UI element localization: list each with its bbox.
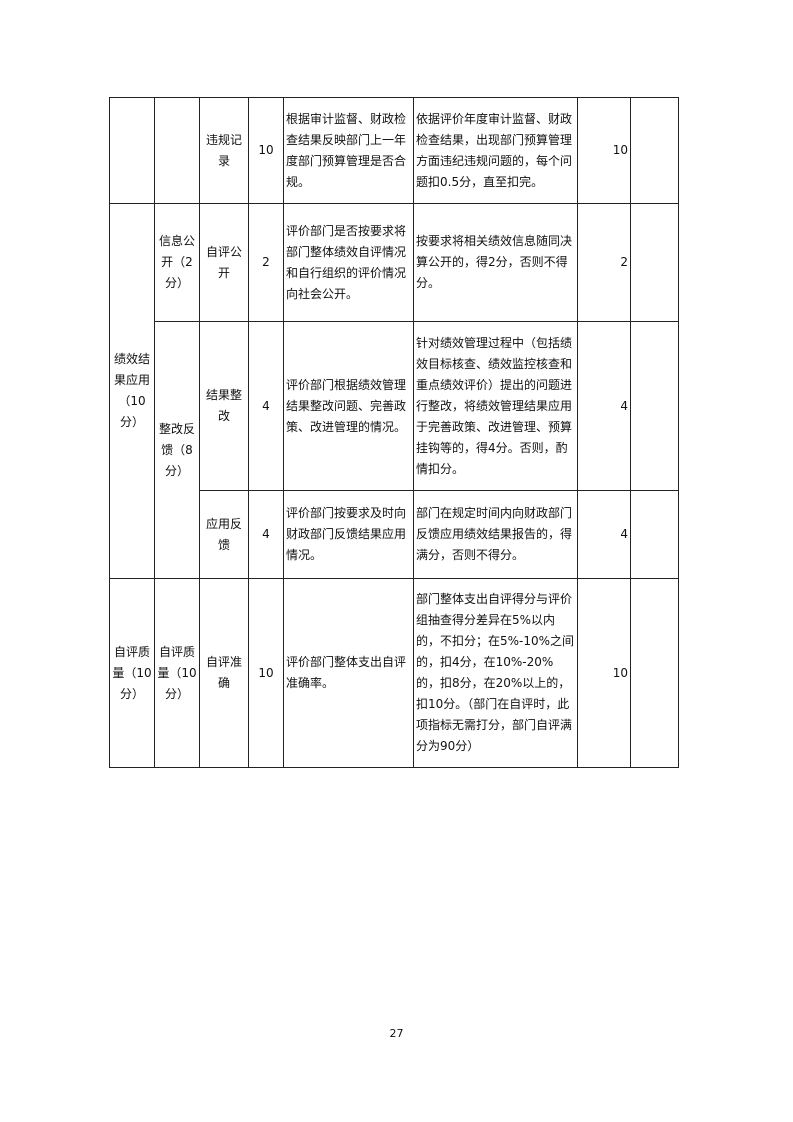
level1-cell [109,97,155,204]
level2-cell: 整改反馈（8分） [154,321,200,579]
weight-cell: 10 [248,578,284,768]
remark-cell [630,321,679,491]
criteria-cell: 针对绩效管理过程中（包括绩效目标核查、绩效监控核查和重点绩效评价）提出的问题进行… [413,321,578,491]
table-row: 整改反馈（8分） 结果整改 4 评价部门根据绩效管理结果整改问题、完善政策、改进… [110,321,679,579]
criteria-cell: 部门整体支出自评得分与评价组抽查得分差异在5%以内的，不扣分；在5%-10%之间… [413,578,578,768]
level2-cell: 信息公开（2分） [154,203,200,322]
remark-cell [630,203,679,322]
description-cell: 评价部门根据绩效管理结果整改问题、完善政策、改进管理的情况。 [283,321,414,491]
description-cell: 根据审计监督、财政检查结果反映部门上一年度部门预算管理是否合规。 [283,97,414,204]
level2-cell: 自评质量（10分） [154,578,200,768]
remark-cell [630,490,679,579]
description-cell: 评价部门按要求及时向财政部门反馈结果应用情况。 [283,490,414,579]
level2-cell [154,97,200,204]
remark-cell [630,578,679,768]
score-cell: 10 [577,97,631,204]
remark-cell [630,97,679,204]
score-cell: 4 [577,490,631,579]
level1-cell: 自评质量（10分） [109,578,155,768]
table-row: 违规记录 10 根据审计监督、财政检查结果反映部门上一年度部门预算管理是否合规。… [109,97,679,204]
level3-cell: 结果整改 [199,321,249,491]
score-cell: 2 [577,203,631,322]
criteria-cell: 部门在规定时间内向财政部门反馈应用绩效结果报告的，得满分，否则不得分。 [413,490,578,579]
weight-cell: 10 [248,97,284,204]
page-number: 27 [389,1027,404,1040]
weight-cell: 4 [248,490,284,579]
score-cell: 4 [577,321,631,491]
evaluation-table: 违规记录 10 根据审计监督、财政检查结果反映部门上一年度部门预算管理是否合规。… [109,97,679,768]
weight-cell: 4 [248,321,284,491]
description-cell: 评价部门整体支出自评准确率。 [283,578,414,768]
level1-cell: 绩效结果应用（10分） [109,203,155,579]
level3-cell: 违规记录 [199,97,249,204]
criteria-cell: 依据评价年度审计监督、财政检查结果，出现部门预算管理方面违纪违规问题的，每个问题… [413,97,578,204]
level3-cell: 自评公开 [199,203,249,322]
criteria-cell: 按要求将相关绩效信息随同决算公开的，得2分，否则不得分。 [413,203,578,322]
score-cell: 10 [577,578,631,768]
table-row: 自评质量（10分） 自评质量（10分） 自评准确 10 评价部门整体支出自评准确… [109,578,679,768]
table-row: 绩效结果应用（10分） 信息公开（2分） 自评公开 2 评价部门是否按要求将部门… [109,203,679,579]
level3-cell: 自评准确 [199,578,249,768]
weight-cell: 2 [248,203,284,322]
description-cell: 评价部门是否按要求将部门整体绩效自评情况和自行组织的评价情况向社会公开。 [283,203,414,322]
table-row: 应用反馈 4 评价部门按要求及时向财政部门反馈结果应用情况。 部门在规定时间内向… [110,490,679,579]
level3-cell: 应用反馈 [199,490,249,579]
